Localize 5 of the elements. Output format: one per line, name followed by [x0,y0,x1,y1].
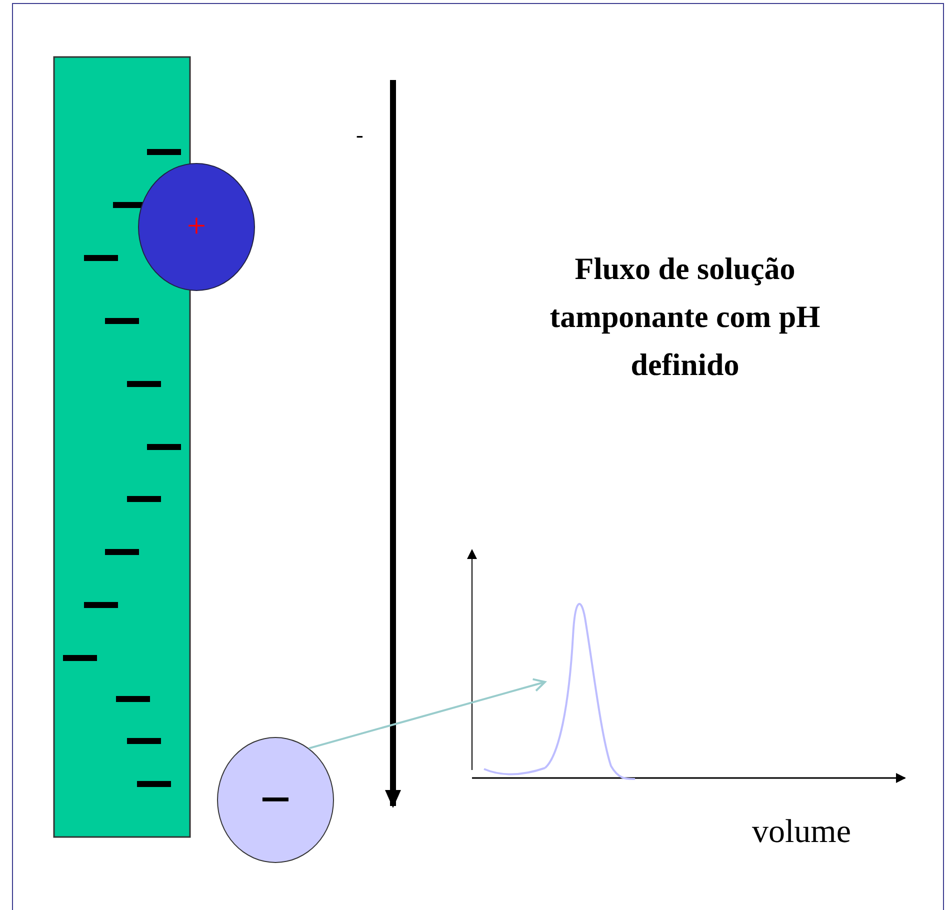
arrow [308,678,546,750]
negative-ion-circle: − [217,737,334,863]
flow-description: Fluxo de solução tamponante com pH definido [548,250,822,384]
polarity-sign: - [356,121,364,149]
axis-label: volume [752,813,851,852]
